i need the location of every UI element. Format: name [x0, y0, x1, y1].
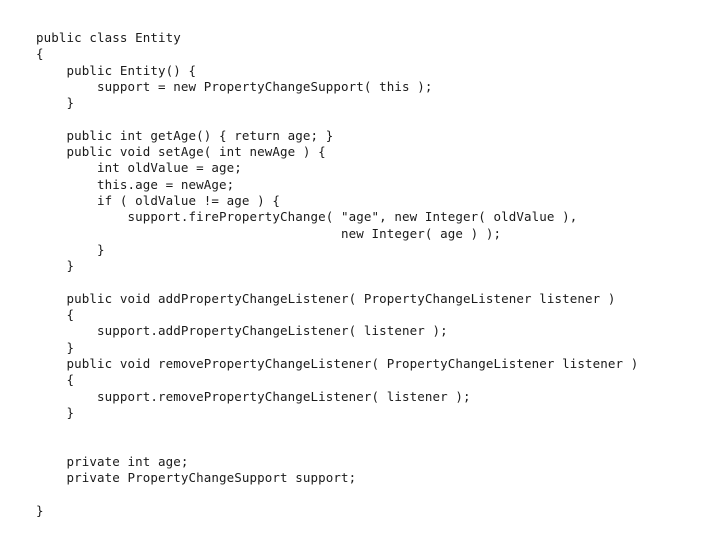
code-line [36, 486, 638, 502]
code-line: support.removePropertyChangeListener( li… [36, 388, 471, 404]
code-line: public int getAge() { return age; } [36, 127, 334, 143]
code-line [36, 111, 638, 127]
code-line: { [36, 372, 75, 388]
code-line: public void addPropertyChangeListener( P… [36, 290, 616, 306]
code-line: private int age; [36, 453, 189, 469]
code-line: private PropertyChangeSupport support; [36, 470, 357, 486]
code-line: } [36, 95, 75, 111]
code-line: } [36, 502, 44, 518]
code-line: } [36, 404, 75, 420]
code-line: { [36, 46, 44, 62]
code-line: } [36, 241, 105, 257]
code-line: support.firePropertyChange( "age", new I… [36, 209, 578, 225]
code-line: } [36, 258, 75, 274]
code-line [36, 437, 638, 453]
code-line [36, 421, 638, 437]
code-line: new Integer( age ) ); [36, 225, 502, 241]
code-line: support = new PropertyChangeSupport( thi… [36, 78, 433, 94]
code-line [36, 274, 638, 290]
code-listing: public class Entity { public Entity() { … [36, 30, 638, 519]
code-line: public void setAge( int newAge ) { [36, 144, 326, 160]
code-line: if ( oldValue != age ) { [36, 192, 281, 208]
code-line: { [36, 307, 75, 323]
code-line: public Entity() { [36, 62, 197, 78]
code-line: this.age = newAge; [36, 176, 235, 192]
code-line: int oldValue = age; [36, 160, 242, 176]
code-line: public class Entity [36, 30, 181, 45]
code-line: public void removePropertyChangeListener… [36, 355, 639, 371]
code-line: } [36, 339, 75, 355]
code-line: support.addPropertyChangeListener( liste… [36, 323, 448, 339]
